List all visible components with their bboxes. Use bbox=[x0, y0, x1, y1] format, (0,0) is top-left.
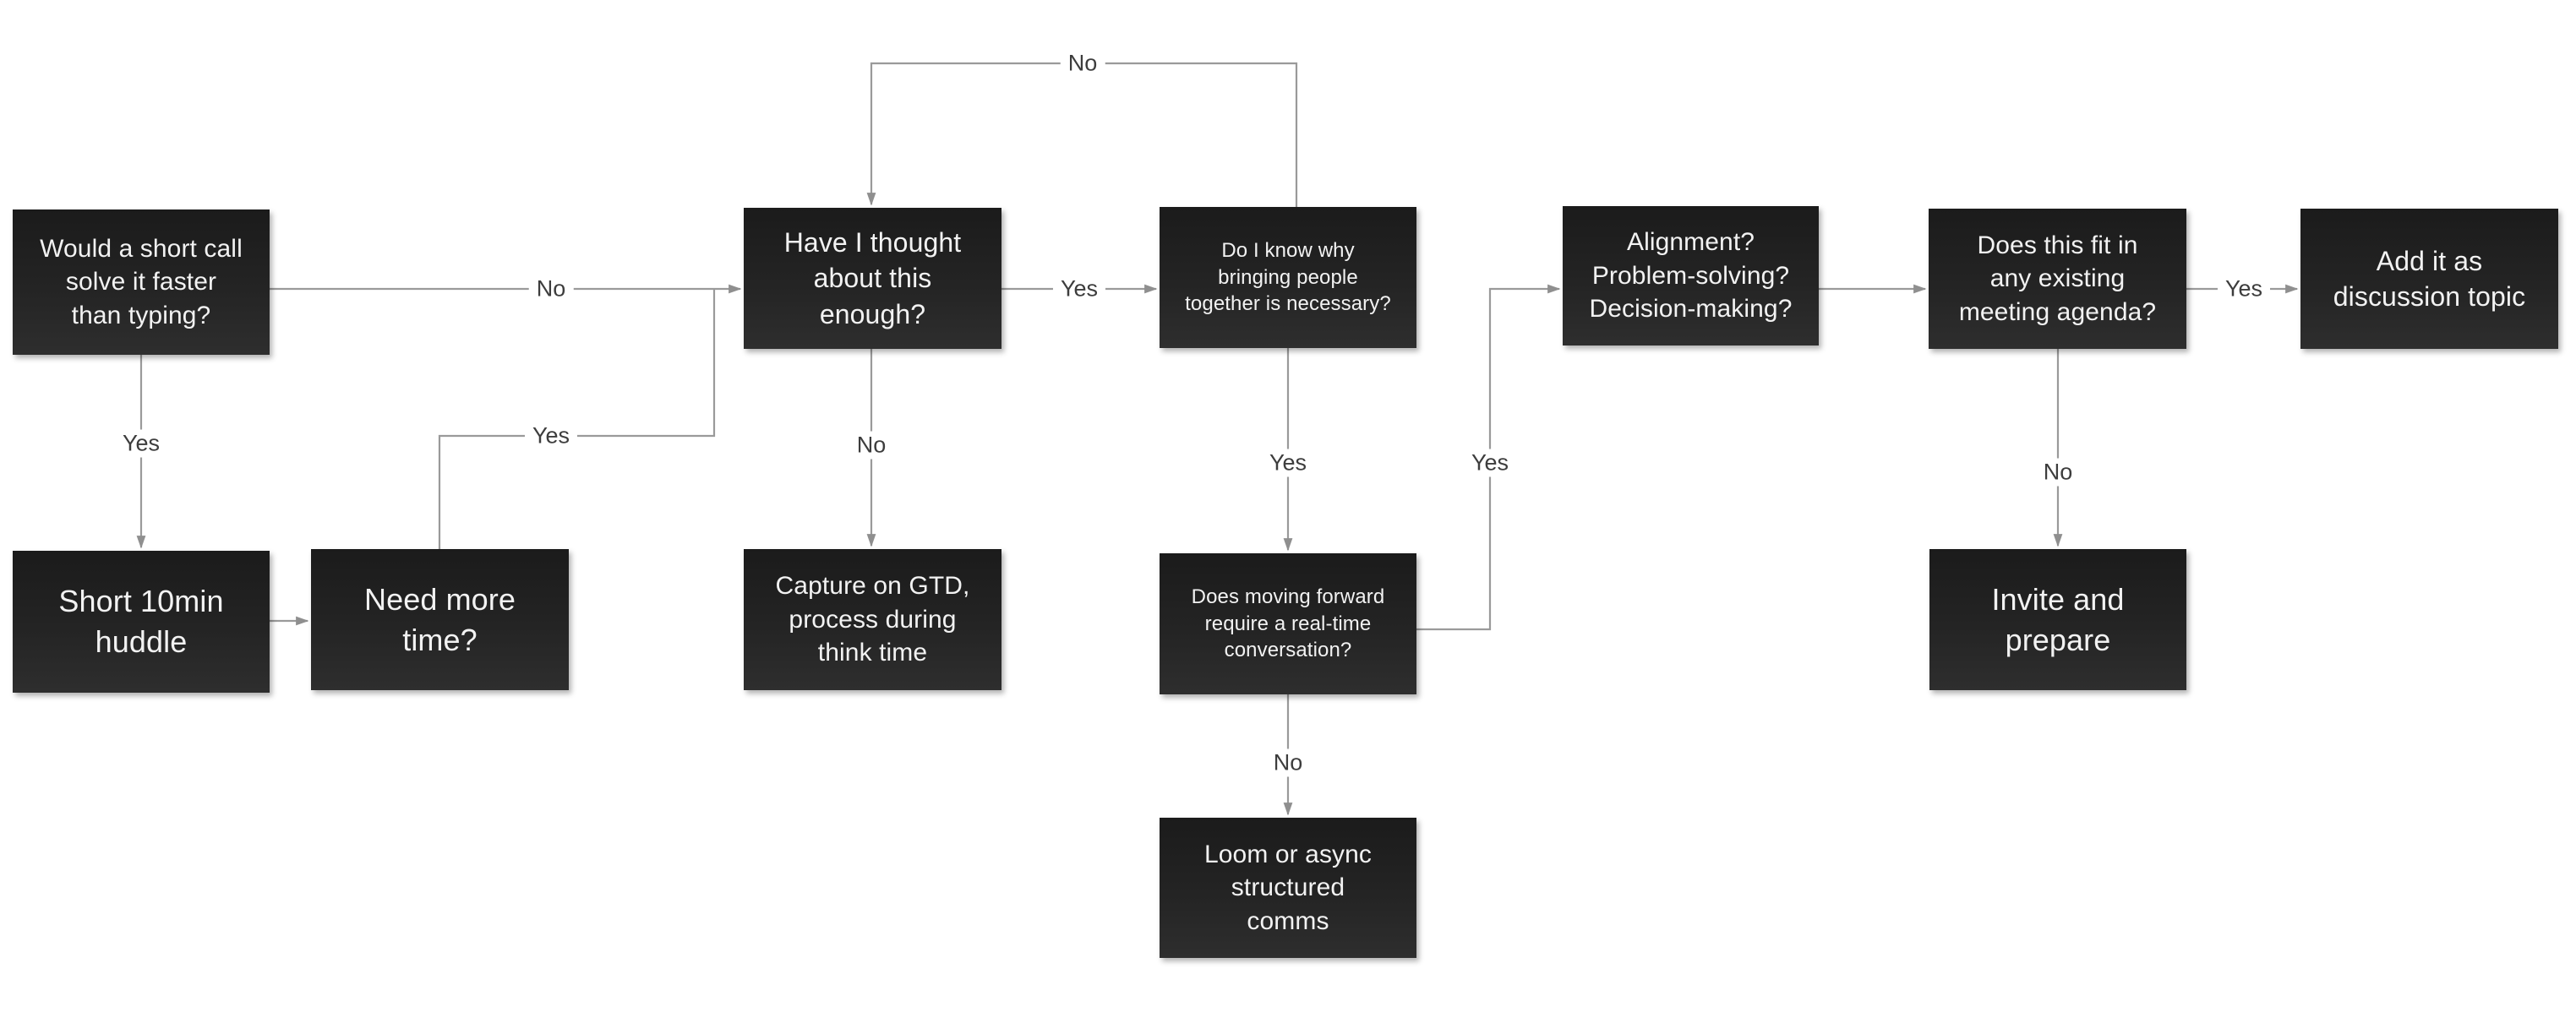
edge-label-knowwhy-no: No bbox=[1060, 49, 1105, 78]
node-need-more-time[interactable]: Need more time? bbox=[311, 549, 569, 690]
edge-knowwhy-no bbox=[866, 62, 1298, 207]
node-loom-or-async-structured-comms[interactable]: Loom or async structured comms bbox=[1160, 818, 1416, 958]
node-label: Does this fit in any existing meeting ag… bbox=[1958, 231, 2157, 326]
node-do-i-know-why[interactable]: Do I know why bringing people together i… bbox=[1160, 207, 1416, 348]
node-label: Alignment? Problem-solving? Decision-mak… bbox=[1589, 228, 1793, 324]
edge-label-agenda-yes: Yes bbox=[2217, 275, 2271, 303]
edge-label-agenda-no: No bbox=[2035, 458, 2081, 487]
node-invite-and-prepare[interactable]: Invite and prepare bbox=[1929, 549, 2186, 690]
node-label: Need more time? bbox=[364, 581, 516, 657]
node-label: Does moving forward require a real-time … bbox=[1191, 585, 1385, 662]
node-label: Would a short call solve it faster than … bbox=[40, 234, 243, 329]
node-label: Invite and prepare bbox=[1991, 581, 2125, 657]
node-capture-on-gtd[interactable]: Capture on GTD, process during think tim… bbox=[744, 549, 1001, 690]
edge-label-shortcall-yes: Yes bbox=[114, 429, 168, 458]
node-does-this-fit-existing-meeting-agenda[interactable]: Does this fit in any existing meeting ag… bbox=[1929, 209, 2186, 349]
edge-label-needmoretime-yes: Yes bbox=[524, 422, 578, 450]
node-would-a-short-call[interactable]: Would a short call solve it faster than … bbox=[13, 209, 270, 355]
node-label: Have I thought about this enough? bbox=[783, 227, 962, 329]
node-label: Loom or async structured comms bbox=[1203, 840, 1373, 935]
node-label: Short 10min huddle bbox=[58, 584, 224, 659]
edge-label-shortcall-no: No bbox=[528, 275, 574, 303]
edge-label-realtime-yes: Yes bbox=[1463, 449, 1517, 477]
edge-label-thought-yes: Yes bbox=[1052, 275, 1106, 303]
node-have-i-thought-about-this-enough[interactable]: Have I thought about this enough? bbox=[744, 208, 1001, 349]
edge-label-thought-no: No bbox=[849, 431, 894, 460]
node-alignment-problem-solving-decision-making[interactable]: Alignment? Problem-solving? Decision-mak… bbox=[1563, 206, 1819, 345]
node-label: Do I know why bringing people together i… bbox=[1185, 238, 1391, 316]
node-add-it-as-discussion-topic[interactable]: Add it as discussion topic bbox=[2300, 209, 2558, 349]
node-label: Capture on GTD, process during think tim… bbox=[775, 572, 970, 667]
node-label: Add it as discussion topic bbox=[2333, 245, 2526, 312]
edge-label-knowwhy-yes: Yes bbox=[1261, 449, 1315, 477]
edge-label-realtime-no: No bbox=[1265, 748, 1311, 777]
node-short-10min-huddle[interactable]: Short 10min huddle bbox=[13, 551, 270, 693]
edge-needmoretime-yes bbox=[438, 289, 716, 549]
node-does-moving-forward-require-real-time[interactable]: Does moving forward require a real-time … bbox=[1160, 553, 1416, 694]
